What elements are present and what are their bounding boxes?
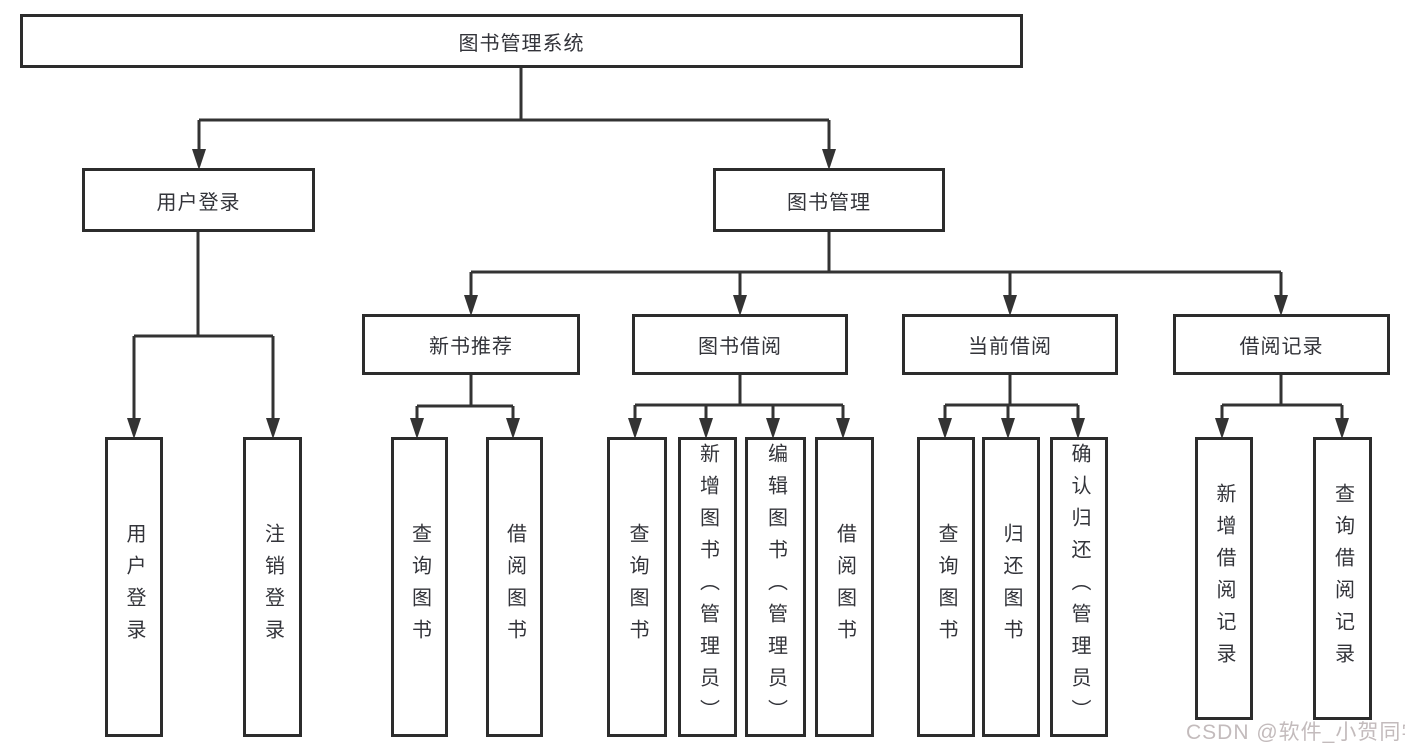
- leaf-add-book-admin-label: 新增图书（管理员）: [696, 443, 719, 731]
- leaf-current-query-books-label: 查询图书: [935, 523, 957, 651]
- leaf-user-login: 用户登录: [105, 437, 163, 737]
- node-new-book-recommend: 新书推荐: [362, 314, 580, 375]
- node-root: 图书管理系统: [20, 14, 1023, 68]
- leaf-edit-book-admin-label: 编辑图书（管理员）: [764, 443, 787, 731]
- leaf-edit-book-admin: 编辑图书（管理员）: [745, 437, 806, 737]
- leaf-logout: 注销登录: [243, 437, 302, 737]
- leaf-query-borrow-record: 查询借阅记录: [1313, 437, 1372, 720]
- node-user-login-label: 用户登录: [156, 191, 241, 214]
- node-current-borrow: 当前借阅: [902, 314, 1118, 375]
- leaf-add-borrow-record-label: 新增借阅记录: [1213, 482, 1235, 675]
- leaf-confirm-return-admin: 确认归还（管理员）: [1050, 437, 1108, 737]
- node-book-management-label: 图书管理: [787, 191, 871, 214]
- leaf-return-books: 归还图书: [982, 437, 1040, 737]
- node-user-login: 用户登录: [82, 168, 315, 232]
- leaf-confirm-return-admin-label: 确认归还（管理员）: [1068, 443, 1090, 731]
- node-root-label: 图书管理系统: [458, 32, 585, 55]
- node-current-borrow-label: 当前借阅: [968, 336, 1052, 358]
- leaf-query-borrow-record-label: 查询借阅记录: [1331, 482, 1354, 675]
- leaf-borrow-query-books-label: 查询图书: [626, 523, 648, 651]
- node-book-borrow-label: 图书借阅: [698, 336, 782, 358]
- leaf-borrow-books-label: 借阅图书: [833, 523, 856, 651]
- leaf-newbook-borrow-books: 借阅图书: [486, 437, 543, 737]
- leaf-logout-label: 注销登录: [261, 523, 284, 651]
- csdn-watermark: CSDN @软件_小贺同学: [1186, 721, 1405, 744]
- node-borrow-records-label: 借阅记录: [1239, 336, 1324, 358]
- leaf-current-query-books: 查询图书: [917, 437, 975, 737]
- leaf-add-borrow-record: 新增借阅记录: [1195, 437, 1253, 720]
- leaf-newbook-borrow-books-label: 借阅图书: [503, 523, 526, 651]
- node-book-management: 图书管理: [713, 168, 945, 232]
- leaf-user-login-label: 用户登录: [123, 523, 145, 651]
- leaf-newbook-query-books-label: 查询图书: [408, 523, 431, 651]
- leaf-add-book-admin: 新增图书（管理员）: [678, 437, 737, 737]
- node-new-book-recommend-label: 新书推荐: [429, 336, 513, 358]
- leaf-borrow-books: 借阅图书: [815, 437, 874, 737]
- node-book-borrow: 图书借阅: [632, 314, 848, 375]
- leaf-borrow-query-books: 查询图书: [607, 437, 667, 737]
- leaf-newbook-query-books: 查询图书: [391, 437, 448, 737]
- leaf-return-books-label: 归还图书: [1000, 523, 1022, 651]
- node-borrow-records: 借阅记录: [1173, 314, 1390, 375]
